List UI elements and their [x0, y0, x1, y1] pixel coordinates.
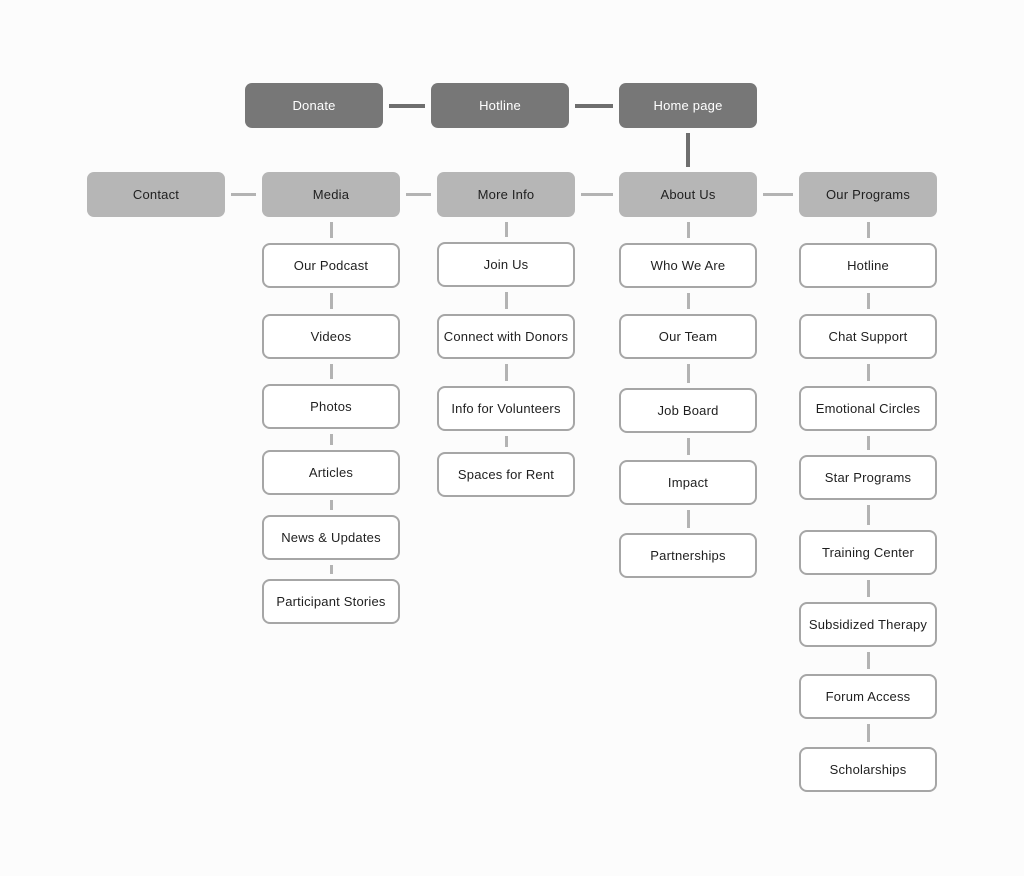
- connector-line: [686, 364, 690, 383]
- connector-line: [575, 103, 613, 108]
- node-label: Hotline: [479, 98, 521, 113]
- node-label: Subsidized Therapy: [808, 617, 928, 632]
- node-label: Info for Volunteers: [451, 401, 561, 416]
- connector-line: [581, 193, 613, 196]
- connector-line: [504, 436, 508, 447]
- connector-line: [866, 724, 870, 742]
- node-label: Partnerships: [650, 548, 726, 563]
- node-training-center[interactable]: Training Center: [799, 530, 937, 575]
- node-label: News & Updates: [281, 530, 381, 545]
- connector-line: [329, 222, 333, 238]
- node-label: Photos: [310, 399, 352, 414]
- node-connect-with-donors[interactable]: Connect with Donors: [437, 314, 575, 359]
- node-label: Who We Are: [650, 258, 726, 273]
- node-label: Our Programs: [825, 187, 911, 202]
- node-our-programs[interactable]: Our Programs: [799, 172, 937, 217]
- node-photos[interactable]: Photos: [262, 384, 400, 429]
- node-label: Our Team: [658, 329, 718, 344]
- connector-line: [406, 193, 431, 196]
- node-label: Scholarships: [829, 762, 907, 777]
- node-home-page[interactable]: Home page: [619, 83, 757, 128]
- node-join-us[interactable]: Join Us: [437, 242, 575, 287]
- node-hotline[interactable]: Hotline: [431, 83, 569, 128]
- node-label: Emotional Circles: [815, 401, 921, 416]
- node-participant-stories[interactable]: Participant Stories: [262, 579, 400, 624]
- node-our-team[interactable]: Our Team: [619, 314, 757, 359]
- node-label: Donate: [292, 98, 336, 113]
- node-news-updates[interactable]: News & Updates: [262, 515, 400, 560]
- node-label: Job Board: [657, 403, 719, 418]
- connector-line: [866, 652, 870, 669]
- node-partnerships[interactable]: Partnerships: [619, 533, 757, 578]
- node-hotline[interactable]: Hotline: [799, 243, 937, 288]
- node-label: Hotline: [847, 258, 889, 273]
- node-donate[interactable]: Donate: [245, 83, 383, 128]
- node-articles[interactable]: Articles: [262, 450, 400, 495]
- node-emotional-circles[interactable]: Emotional Circles: [799, 386, 937, 431]
- connector-line: [866, 293, 870, 309]
- node-about-us[interactable]: About Us: [619, 172, 757, 217]
- node-star-programs[interactable]: Star Programs: [799, 455, 937, 500]
- node-label: Home page: [653, 98, 723, 113]
- connector-line: [504, 292, 508, 309]
- connector-line: [329, 434, 333, 445]
- connector-line: [329, 500, 333, 510]
- node-label: Media: [312, 187, 350, 202]
- node-job-board[interactable]: Job Board: [619, 388, 757, 433]
- node-label: Impact: [667, 475, 709, 490]
- connector-line: [866, 505, 870, 525]
- connector-line: [866, 580, 870, 597]
- connector-line: [504, 364, 508, 381]
- node-label: Star Programs: [824, 470, 912, 485]
- node-impact[interactable]: Impact: [619, 460, 757, 505]
- node-label: Join Us: [483, 257, 529, 272]
- node-subsidized-therapy[interactable]: Subsidized Therapy: [799, 602, 937, 647]
- node-label: Videos: [310, 329, 352, 344]
- connector-line: [686, 133, 690, 167]
- node-label: Contact: [132, 187, 180, 202]
- connector-line: [504, 222, 508, 237]
- node-label: Our Podcast: [293, 258, 369, 273]
- connector-line: [329, 565, 333, 574]
- node-label: More Info: [477, 187, 535, 202]
- connector-line: [686, 293, 690, 309]
- connector-line: [329, 364, 333, 379]
- connector-line: [866, 364, 870, 381]
- connector-line: [763, 193, 793, 196]
- node-media[interactable]: Media: [262, 172, 400, 217]
- node-label: About Us: [660, 187, 716, 202]
- connector-line: [231, 193, 256, 196]
- connector-line: [686, 510, 690, 528]
- node-who-we-are[interactable]: Who We Are: [619, 243, 757, 288]
- node-chat-support[interactable]: Chat Support: [799, 314, 937, 359]
- node-info-for-volunteers[interactable]: Info for Volunteers: [437, 386, 575, 431]
- node-label: Participant Stories: [276, 594, 386, 609]
- connector-line: [389, 103, 425, 108]
- node-forum-access[interactable]: Forum Access: [799, 674, 937, 719]
- connector-line: [866, 222, 870, 238]
- node-label: Spaces for Rent: [457, 467, 555, 482]
- node-contact[interactable]: Contact: [87, 172, 225, 217]
- node-our-podcast[interactable]: Our Podcast: [262, 243, 400, 288]
- node-label: Chat Support: [828, 329, 908, 344]
- connector-line: [686, 222, 690, 238]
- node-scholarships[interactable]: Scholarships: [799, 747, 937, 792]
- node-label: Articles: [308, 465, 354, 480]
- node-label: Training Center: [821, 545, 915, 560]
- node-label: Forum Access: [825, 689, 911, 704]
- node-spaces-for-rent[interactable]: Spaces for Rent: [437, 452, 575, 497]
- node-more-info[interactable]: More Info: [437, 172, 575, 217]
- connector-line: [866, 436, 870, 450]
- connector-line: [686, 438, 690, 455]
- connector-line: [329, 293, 333, 309]
- node-videos[interactable]: Videos: [262, 314, 400, 359]
- node-label: Connect with Donors: [443, 329, 569, 344]
